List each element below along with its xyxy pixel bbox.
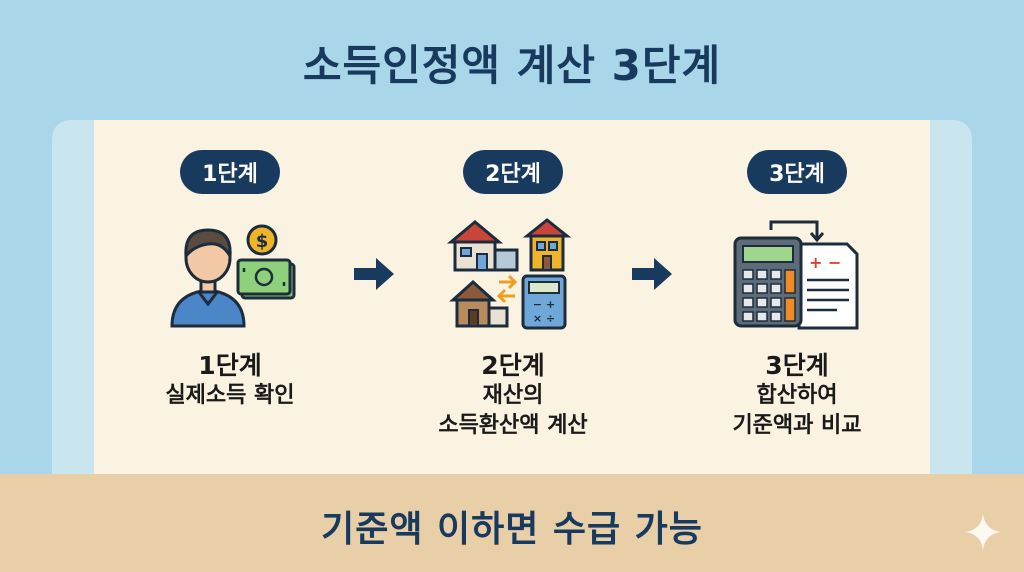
- arrow-right-icon: [632, 258, 672, 290]
- step-3-caption-title: 3단계: [765, 351, 829, 380]
- property-calculator-icon: − + × ÷: [446, 218, 572, 330]
- step-3-caption-text: 합산하여 기준액과 비교: [732, 383, 862, 438]
- step-3-badge: 3단계: [747, 150, 847, 194]
- svg-text:− +: − +: [533, 298, 555, 311]
- arrow-right-icon: [354, 258, 394, 290]
- step-3: 3단계 + − 3단계 합산하여 기준액과 비교: [667, 150, 927, 441]
- step-1: 1단계 $ 1단계 실제소득 확인: [100, 150, 360, 411]
- step-1-caption-text: 실제소득 확인: [165, 383, 295, 408]
- step-2-caption-title: 2단계: [481, 351, 545, 380]
- svg-text:× ÷: × ÷: [533, 312, 555, 325]
- step-1-badge: 1단계: [180, 150, 280, 194]
- step-2-badge: 2단계: [463, 150, 563, 194]
- person-money-icon: $: [170, 224, 296, 328]
- calculator-document-icon: + −: [733, 220, 859, 330]
- step-1-caption-title: 1단계: [198, 351, 262, 380]
- sparkle-icon: [965, 514, 1001, 550]
- footer-band: [0, 474, 1024, 572]
- step-2-caption-text: 재산의 소득환산액 계산: [438, 383, 588, 438]
- svg-text:$: $: [256, 231, 269, 252]
- footer-text: 기준액 이하면 수급 가능: [321, 509, 703, 550]
- step-2: 2단계 − + × ÷ 2단계 재산의 소득환산액 계산: [383, 150, 643, 441]
- svg-text:+ −: + −: [809, 253, 841, 272]
- diagram-title: 소득인정액 계산 3단계: [302, 41, 722, 90]
